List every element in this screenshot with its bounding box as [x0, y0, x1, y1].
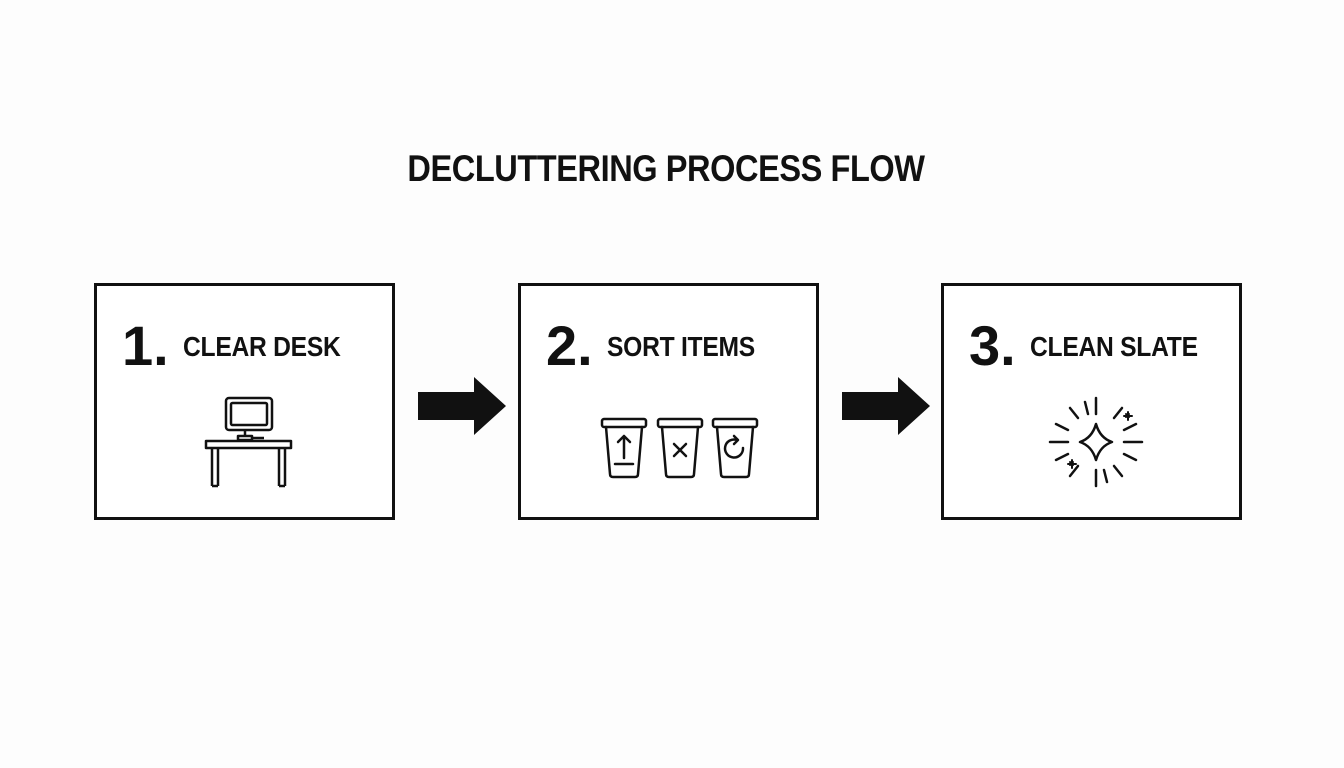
arrow-right-icon: [842, 377, 930, 435]
step-number: 1.: [122, 314, 169, 377]
step-clean-slate: 3. CLEAN SLATE: [941, 283, 1242, 520]
step-label: CLEAN SLATE: [1030, 331, 1198, 362]
arrow-right-icon: [418, 377, 506, 435]
step-number: 3.: [969, 314, 1016, 377]
step-sort-items: 2. SORT ITEMS: [518, 283, 819, 520]
step-number: 2.: [546, 314, 593, 377]
step-label: CLEAR DESK: [183, 331, 341, 362]
desk-computer-icon: [204, 396, 293, 488]
step-clear-desk: 1. CLEAR DESK: [94, 283, 395, 520]
sort-bins-icon: [600, 417, 759, 479]
diagram-title: DECLUTTERING PROCESS FLOW: [407, 148, 925, 189]
step-label: SORT ITEMS: [607, 331, 755, 362]
sparkle-icon: [1048, 396, 1144, 488]
